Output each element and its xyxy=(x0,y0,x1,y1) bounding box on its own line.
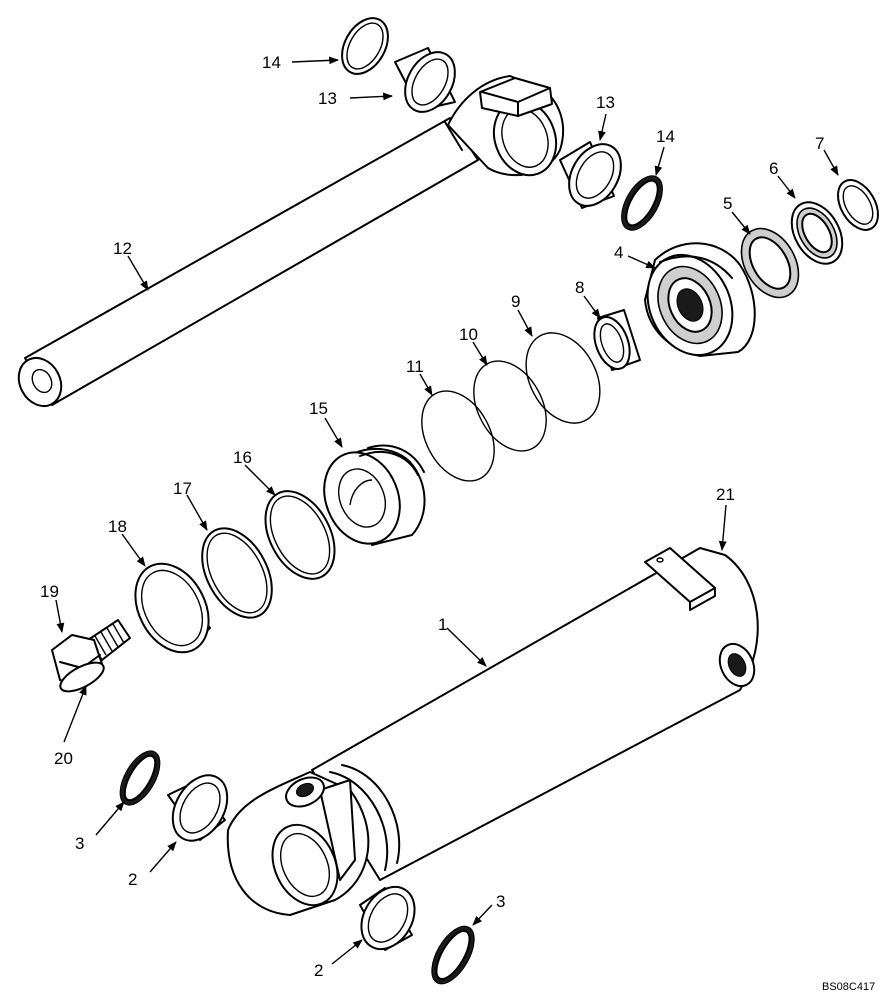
callout-12: 12 xyxy=(113,239,132,258)
ring-part-17 xyxy=(201,527,273,619)
callout-13-top: 13 xyxy=(318,89,337,108)
callout-16: 16 xyxy=(233,448,252,467)
drawing-code: BS08C417 xyxy=(822,981,875,993)
leader-lines xyxy=(55,56,839,965)
ring-part-16 xyxy=(264,490,336,580)
callout-8: 8 xyxy=(575,278,584,297)
callout-20: 20 xyxy=(54,749,73,768)
callout-18: 18 xyxy=(108,517,127,536)
callout-1: 1 xyxy=(438,615,447,634)
callout-14-top: 14 xyxy=(262,53,281,72)
wiper-part-7 xyxy=(837,179,879,231)
callout-11: 11 xyxy=(406,357,424,376)
wear-ring-part-18 xyxy=(134,562,211,654)
seal-part-6 xyxy=(790,201,844,265)
callout-10: 10 xyxy=(459,325,478,344)
callout-4: 4 xyxy=(614,243,623,262)
washer-part-20 xyxy=(59,661,105,693)
ring-part-14-right xyxy=(621,175,663,231)
o-ring-part-10 xyxy=(473,360,547,452)
callout-3-bottom: 3 xyxy=(496,892,505,911)
piston-rod-part-12 xyxy=(17,75,565,407)
ring-part-14-top xyxy=(341,17,389,75)
ring-part-3-left xyxy=(119,750,161,806)
callout-9: 9 xyxy=(511,292,520,311)
callout-17: 17 xyxy=(173,479,192,498)
callout-5: 5 xyxy=(723,194,732,213)
callout-3-left: 3 xyxy=(75,834,84,853)
o-ring-part-11 xyxy=(421,390,495,482)
bushing-part-2-left xyxy=(167,774,229,842)
bushing-part-8 xyxy=(593,309,641,371)
callout-6: 6 xyxy=(769,159,778,178)
cylinder-barrel-part-1 xyxy=(226,547,759,916)
callout-7: 7 xyxy=(815,134,824,153)
bushing-part-13-right xyxy=(559,141,622,209)
gland-part-4 xyxy=(644,242,756,357)
seal-part-5 xyxy=(740,227,800,299)
bushing-part-2-bottom xyxy=(359,886,416,951)
callout-21: 21 xyxy=(716,485,735,504)
bushing-part-13-top xyxy=(394,47,456,113)
o-ring-part-9 xyxy=(525,332,601,424)
piston-part-15 xyxy=(323,444,426,546)
callout-19: 19 xyxy=(40,582,59,601)
callout-2-left: 2 xyxy=(128,870,137,889)
callout-2-bottom: 2 xyxy=(314,961,323,980)
callout-15: 15 xyxy=(309,399,328,418)
callout-labels: 14 13 13 14 7 6 5 4 8 9 10 11 12 15 16 1… xyxy=(40,53,824,980)
ring-part-3-bottom xyxy=(431,925,475,985)
callout-13-right: 13 xyxy=(596,93,615,112)
callout-14-right: 14 xyxy=(656,127,675,146)
